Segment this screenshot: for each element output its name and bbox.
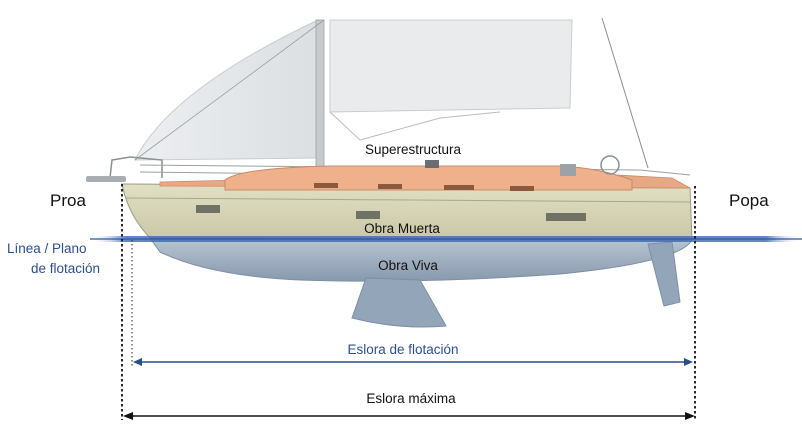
backstay <box>601 17 649 169</box>
portlight <box>444 185 474 190</box>
portlight <box>378 184 402 189</box>
hull-window <box>546 213 586 221</box>
bow-pulpit <box>109 156 163 179</box>
bow-label: Proa <box>50 191 86 210</box>
stern-label: Popa <box>729 191 769 210</box>
waterline-label-line1: Línea / Plano <box>7 241 87 256</box>
jib-sail <box>134 19 319 161</box>
hull-window <box>356 211 380 219</box>
underwater-hull-label: Obra Viva <box>378 258 438 273</box>
waterline-label-line2: de flotación <box>31 261 101 276</box>
max-length-label: Eslora máxima <box>366 391 456 406</box>
rudder <box>647 241 681 307</box>
waterline-length-label: Eslora de flotación <box>347 342 459 357</box>
portlight <box>314 183 338 188</box>
main-sail <box>329 19 573 113</box>
bowsprit <box>86 176 126 182</box>
hull-window <box>196 205 220 213</box>
sail-lines <box>329 111 501 141</box>
mast <box>315 19 325 169</box>
keel <box>351 277 447 328</box>
portlight <box>510 186 534 191</box>
freeboard-label: Obra Muerta <box>364 221 440 236</box>
superstructure-label: Superestructura <box>364 142 462 157</box>
